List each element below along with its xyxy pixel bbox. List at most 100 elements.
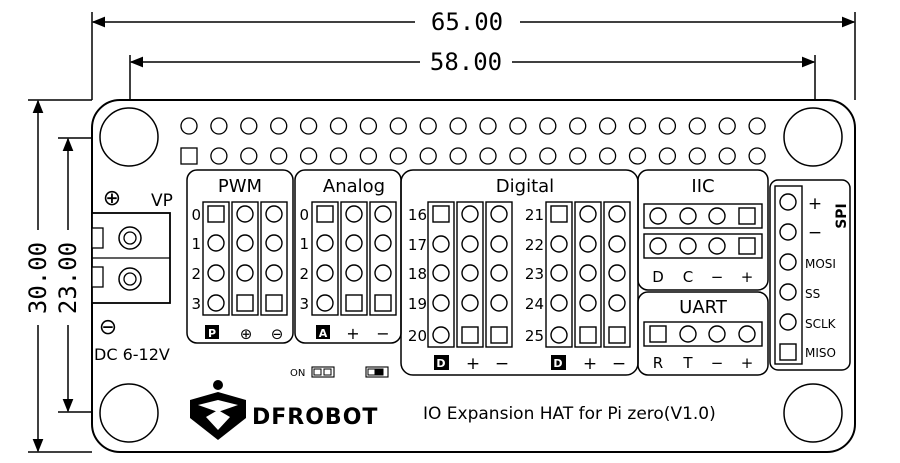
analog-pin-label: 0 — [299, 206, 309, 224]
spi-pin — [779, 313, 797, 331]
digital-left-strip — [456, 201, 484, 348]
dfrobot-logo — [190, 380, 246, 440]
spi-label-miso: MISO — [805, 346, 836, 360]
iic-foot-d: D — [652, 268, 664, 286]
digital-right-pin — [550, 264, 568, 282]
digital-right-pin — [579, 264, 597, 282]
digital-right-foot-minus: − — [612, 354, 626, 374]
pwm-title: PWM — [218, 176, 262, 197]
uart-pin — [708, 325, 726, 343]
digital-title: Digital — [496, 176, 554, 197]
digital-right-pin-label: 23 — [525, 265, 544, 283]
gpio-pin — [628, 117, 647, 135]
gpio-pin — [359, 147, 378, 165]
switch-on-label: ON — [290, 368, 305, 379]
digital-left-pin — [432, 294, 450, 312]
digital-left-strip — [485, 201, 513, 348]
gpio-pin — [479, 117, 497, 135]
digital-right-strip — [574, 201, 602, 348]
dimension-height-outer: 30.00 — [24, 242, 52, 314]
spi-section: + − MOSI SS SCLK MISO SPI — [769, 179, 851, 371]
iic-pin — [738, 237, 756, 255]
digital-right-pin — [550, 294, 568, 312]
iic-foot-c: C — [683, 268, 693, 286]
analog-strip — [340, 201, 368, 316]
spi-label-mosi: MOSI — [805, 257, 836, 271]
power-minus-icon: ⊖ — [99, 315, 117, 340]
analog-foot-a-badge — [316, 325, 330, 339]
digital-right-pin-label: 22 — [525, 236, 544, 254]
digital-right-pin — [608, 326, 626, 344]
gpio-pin — [539, 147, 557, 165]
spi-pin-column — [779, 193, 797, 361]
dimension-width-inner: 58.00 — [430, 48, 502, 76]
gpio-pin — [628, 147, 647, 165]
gpio-pin — [509, 117, 527, 135]
digital-right-pin — [550, 326, 568, 344]
digital-right-pin — [608, 264, 626, 282]
analog-pin — [345, 264, 363, 282]
pwm-pin-label: 3 — [191, 295, 201, 313]
gpio-pin — [299, 117, 318, 135]
dimension-height-inner: 23.00 — [54, 242, 82, 314]
digital-left-strip — [427, 201, 455, 348]
analog-pin — [345, 234, 363, 252]
analog-pin-label: 1 — [299, 235, 309, 253]
gpio-pin — [419, 117, 437, 135]
digital-left-pin — [490, 235, 508, 253]
digital-left-pin-label: 19 — [408, 295, 427, 313]
gpio-pin-1 — [180, 147, 198, 165]
gpio-pin — [210, 117, 228, 135]
pwm-pin — [265, 294, 283, 312]
digital-left-pin-label: 16 — [408, 206, 427, 224]
spi-pin — [779, 193, 797, 211]
uart-pin-row — [643, 321, 763, 347]
pwm-pin-label: 2 — [191, 265, 201, 283]
gpio-pin — [270, 117, 288, 135]
pwm-foot-plus: ⊕ — [240, 325, 253, 343]
digital-right-strip — [545, 201, 573, 348]
digital-left-pin — [490, 294, 508, 312]
digital-right-pin-label: 25 — [525, 327, 544, 345]
iic-pin — [649, 237, 667, 255]
gpio-pin — [329, 147, 348, 165]
gpio-pin — [389, 117, 407, 135]
digital-left-pin — [461, 235, 479, 253]
digital-left-pin — [490, 205, 508, 223]
pwm-foot-minus: ⊖ — [271, 325, 284, 343]
digital-right-pin — [579, 294, 597, 312]
gpio-pin — [240, 117, 258, 135]
digital-left-pin-label: 18 — [408, 265, 427, 283]
product-name: IO Expansion HAT for Pi zero(V1.0) — [423, 404, 716, 424]
spi-label-minus: − — [808, 223, 822, 243]
digital-left-pin — [461, 205, 479, 223]
digital-right-foot-d-badge — [551, 355, 566, 370]
iic-pin — [708, 207, 726, 225]
uart-foot-r: R — [653, 354, 663, 372]
pwm-pin-label: 1 — [191, 235, 201, 253]
gpio-pin — [658, 147, 677, 165]
spi-label-plus: + — [808, 194, 822, 214]
uart-foot-minus: − — [711, 354, 724, 372]
iic-pin — [738, 207, 756, 225]
gpio-pin — [718, 147, 736, 165]
gpio-pin — [598, 147, 617, 165]
digital-left-pin — [461, 264, 479, 282]
gpio-pin — [539, 117, 557, 135]
pwm-pin — [207, 205, 225, 223]
gpio-pin — [299, 147, 318, 165]
gpio-pin — [479, 147, 497, 165]
uart-foot-plus: + — [741, 354, 754, 372]
iic-pin — [679, 207, 697, 225]
iic-row-strip — [643, 233, 763, 259]
digital-right-pin — [550, 235, 568, 253]
spi-pin — [779, 343, 797, 361]
digital-left-foot-plus: + — [466, 354, 480, 374]
digital-right-pin — [579, 205, 597, 223]
pwm-foot-p-badge — [205, 325, 219, 339]
analog-pin — [316, 234, 334, 252]
analog-foot-minus: − — [376, 324, 389, 343]
